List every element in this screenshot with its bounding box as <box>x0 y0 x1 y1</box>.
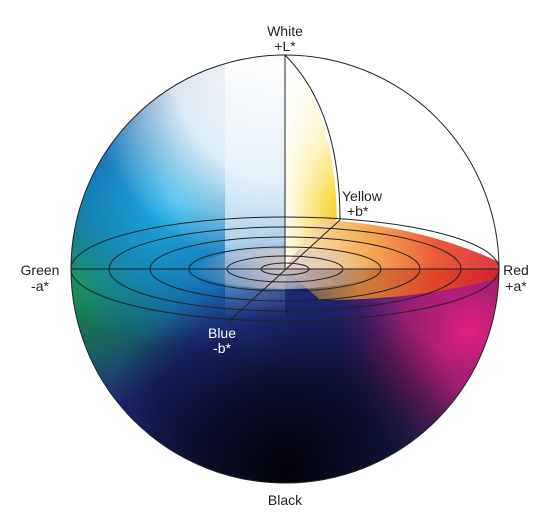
blue-axis-label: -b* <box>213 340 231 356</box>
yellow-axis-label: +b* <box>347 203 369 219</box>
axis-labels: White +L* Yellow +b* Green -a* Red +a* B… <box>21 23 529 508</box>
sphere-lines <box>70 54 500 484</box>
white-label: White <box>267 23 303 39</box>
white-axis-label: +L* <box>274 38 296 54</box>
blue-label: Blue <box>208 325 236 341</box>
red-axis-label: +a* <box>505 278 527 294</box>
red-label: Red <box>503 262 529 278</box>
b-axis-line <box>227 219 341 323</box>
black-label: Black <box>268 492 303 508</box>
green-label: Green <box>21 262 60 278</box>
yellow-label: Yellow <box>342 188 383 204</box>
cutaway-meridian <box>284 54 341 221</box>
green-axis-label: -a* <box>31 278 49 294</box>
